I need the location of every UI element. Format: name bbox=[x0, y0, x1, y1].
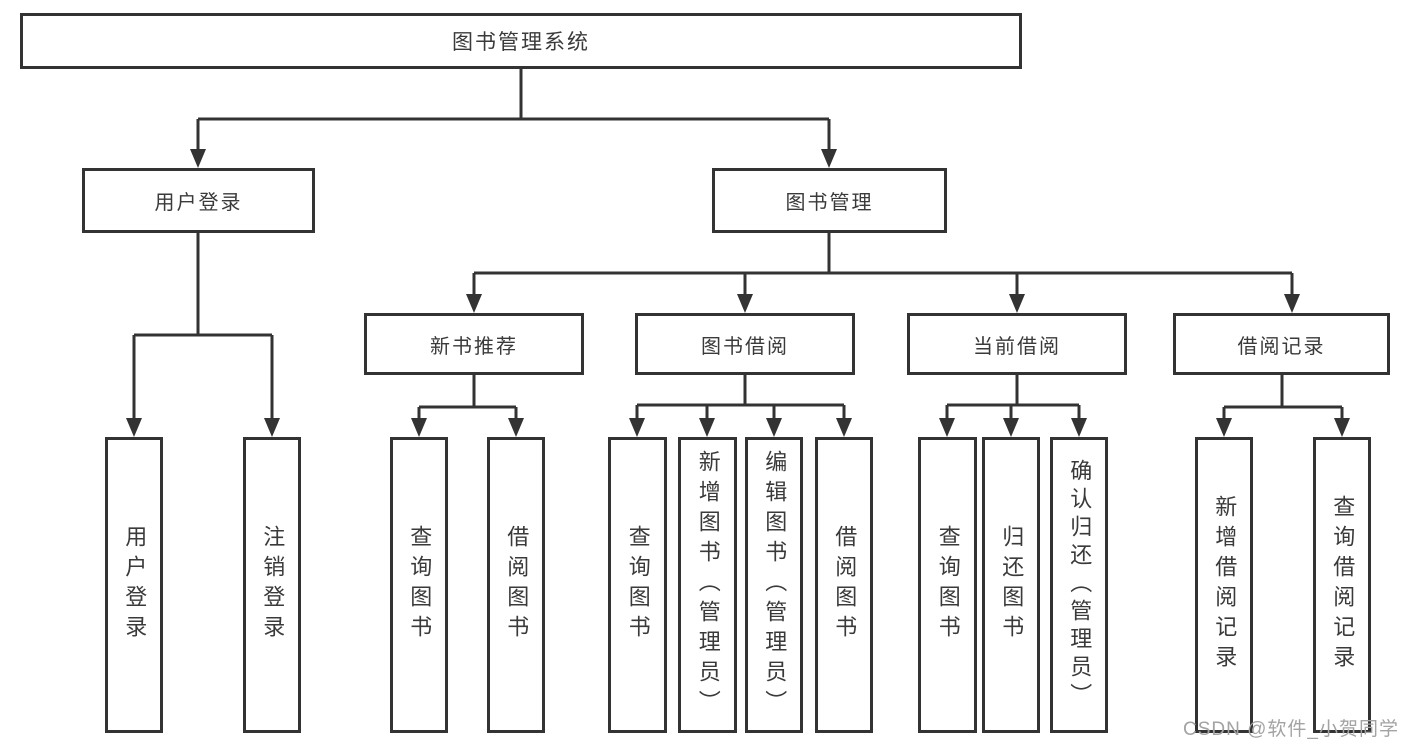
node-new-book-recommend-label: 新书推荐 bbox=[430, 335, 518, 358]
leaf-query-books-borrowing: 查询图书 bbox=[608, 437, 667, 733]
connector-current-borrow-children bbox=[945, 375, 1081, 419]
leaf-add-borrow-record: 新增借阅记录 bbox=[1195, 437, 1253, 733]
leaf-add-borrow-record-label: 新增借阅记录 bbox=[1212, 495, 1238, 675]
leaf-borrow-books-label: 借阅图书 bbox=[832, 525, 858, 645]
leaf-borrow-books-recommend-label: 借阅图书 bbox=[504, 525, 530, 645]
connector-book-borrow-children bbox=[635, 375, 846, 419]
node-root-label: 图书管理系统 bbox=[452, 31, 590, 54]
leaf-user-login: 用户登录 bbox=[105, 437, 163, 733]
leaf-query-books-current-label: 查询图书 bbox=[935, 525, 961, 645]
leaf-confirm-return-admin-label: 确认归还（管理员） bbox=[1067, 459, 1093, 711]
node-book-management-label: 图书管理 bbox=[785, 192, 874, 214]
connector-new-book-children bbox=[417, 375, 518, 419]
node-user-login: 用户登录 bbox=[82, 168, 315, 233]
leaf-query-books-current: 查询图书 bbox=[918, 437, 977, 733]
node-borrowing-records-label: 借阅记录 bbox=[1237, 335, 1326, 358]
leaf-add-books-admin: 新增图书（管理员） bbox=[678, 437, 737, 733]
leaf-logout: 注销登录 bbox=[243, 437, 301, 733]
leaf-edit-books-admin-label: 编辑图书（管理员） bbox=[762, 450, 788, 720]
node-user-login-label: 用户登录 bbox=[154, 192, 243, 214]
leaf-query-books-recommend: 查询图书 bbox=[390, 437, 448, 733]
leaf-query-borrow-record-label: 查询借阅记录 bbox=[1330, 495, 1356, 675]
node-root: 图书管理系统 bbox=[20, 13, 1022, 69]
leaf-borrow-books-recommend: 借阅图书 bbox=[487, 437, 545, 733]
leaf-add-books-admin-label: 新增图书（管理员） bbox=[695, 450, 721, 720]
connector-user-login-children bbox=[132, 233, 274, 419]
leaf-return-books: 归还图书 bbox=[982, 437, 1040, 733]
leaf-confirm-return-admin: 确认归还（管理员） bbox=[1050, 437, 1108, 733]
node-borrowing-records: 借阅记录 bbox=[1173, 313, 1390, 375]
arrowheads bbox=[126, 149, 1350, 437]
leaf-query-books-recommend-label: 查询图书 bbox=[407, 525, 433, 645]
node-current-borrowing: 当前借阅 bbox=[907, 313, 1127, 375]
leaf-edit-books-admin: 编辑图书（管理员） bbox=[745, 437, 803, 733]
leaf-borrow-books: 借阅图书 bbox=[815, 437, 873, 733]
leaf-user-login-label: 用户登录 bbox=[122, 525, 148, 645]
node-new-book-recommend: 新书推荐 bbox=[364, 313, 584, 375]
leaf-query-borrow-record: 查询借阅记录 bbox=[1313, 437, 1371, 733]
node-book-borrowing: 图书借阅 bbox=[635, 313, 855, 375]
leaf-logout-label: 注销登录 bbox=[260, 525, 286, 645]
node-book-management: 图书管理 bbox=[712, 168, 947, 233]
csdn-watermark: CSDN @软件_小贺同学 bbox=[1183, 719, 1399, 740]
connector-borrow-record-children bbox=[1222, 375, 1344, 419]
node-book-borrowing-label: 图书借阅 bbox=[701, 335, 789, 358]
node-current-borrowing-label: 当前借阅 bbox=[973, 335, 1061, 358]
leaf-query-books-borrowing-label: 查询图书 bbox=[625, 525, 651, 645]
connector-book-mgmt-children bbox=[472, 233, 1294, 295]
leaf-return-books-label: 归还图书 bbox=[999, 525, 1025, 645]
connector-root-to-level2 bbox=[196, 69, 831, 150]
